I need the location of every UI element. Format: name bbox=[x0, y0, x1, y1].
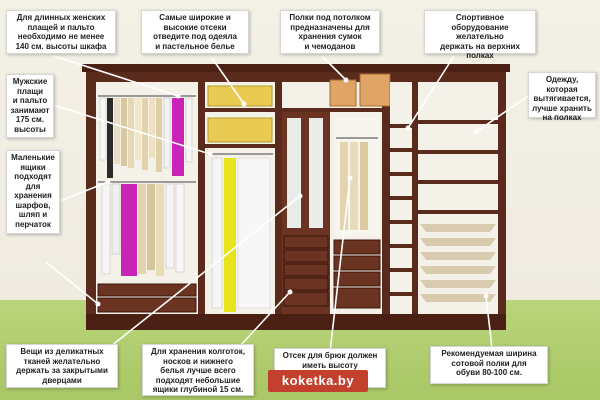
drawer-left-1 bbox=[97, 283, 197, 297]
trousers-drawer-3 bbox=[333, 271, 381, 287]
callout-shoes: Рекомендуемая ширина сотовой полки для о… bbox=[430, 346, 548, 384]
trousers-2 bbox=[350, 142, 358, 230]
callout-ceiling-shelves: Полки под потолком предназначены для хра… bbox=[280, 10, 380, 54]
narrow-shelf-2 bbox=[390, 148, 412, 152]
hanging-yellow-dress bbox=[224, 158, 236, 312]
leader-lines bbox=[41, 55, 529, 359]
narrow-shelf-6 bbox=[390, 244, 412, 248]
lower-clothes bbox=[101, 183, 185, 276]
box-2 bbox=[359, 73, 391, 107]
callout-mens-coats: Мужские плащи и пальто занимают 175 см. … bbox=[6, 74, 54, 138]
right-shelf-1 bbox=[418, 120, 498, 124]
center-drawer-1 bbox=[283, 235, 329, 249]
wardrobe-plinth bbox=[86, 314, 506, 330]
narrow-shelf-3 bbox=[390, 172, 412, 176]
bedding-stack-2 bbox=[207, 117, 273, 143]
right-shelf-2 bbox=[418, 150, 498, 154]
callout-sports: Спортивное оборудование желательно держа… bbox=[424, 10, 536, 60]
right-shelf-4 bbox=[418, 210, 498, 214]
drawer-left-2 bbox=[97, 297, 197, 313]
center-drawer-2 bbox=[283, 249, 329, 263]
trousers-drawer-2 bbox=[333, 255, 381, 271]
narrow-shelf-7 bbox=[390, 268, 412, 272]
leader-dots bbox=[95, 77, 489, 307]
callout-stretch-clothes: Одежду, которая вытягивается, лучше хран… bbox=[528, 72, 596, 122]
narrow-shelf-1 bbox=[390, 124, 412, 128]
box-1 bbox=[329, 79, 357, 107]
callout-long-coats: Для длинных женских плащей и пальто необ… bbox=[6, 10, 116, 54]
center-drawer-3 bbox=[283, 263, 329, 277]
bedding-stack-1 bbox=[207, 85, 273, 107]
wardrobe-top-trim bbox=[82, 64, 510, 72]
center-shelf bbox=[282, 108, 382, 112]
hanging-white-dress bbox=[211, 157, 223, 309]
callout-high-shelves: Самые широкие и высокие отсеки отведите … bbox=[141, 10, 249, 54]
center-drawer-4 bbox=[283, 277, 329, 291]
section-right-shelves bbox=[418, 82, 498, 314]
trousers-1 bbox=[340, 142, 348, 230]
site-watermark: koketka.by bbox=[268, 370, 368, 392]
callout-delicate: Вещи из деликатных тканей желательно дер… bbox=[6, 344, 118, 388]
callout-tights: Для хранения колготок, носков и нижнего … bbox=[142, 344, 254, 396]
shelf-divider-b bbox=[205, 144, 275, 148]
narrow-shelf-8 bbox=[390, 292, 412, 296]
trousers-3 bbox=[360, 142, 368, 230]
mirror-panel-1 bbox=[287, 118, 301, 228]
mirror-panel-2 bbox=[309, 118, 323, 228]
shoe-shelves bbox=[420, 224, 496, 302]
trousers-drawer-1 bbox=[333, 239, 381, 255]
right-shelf-3 bbox=[418, 180, 498, 184]
narrow-shelf-4 bbox=[390, 196, 412, 200]
callout-small-boxes: Маленькие ящики подходят для хранения ша… bbox=[6, 150, 60, 234]
trousers-drawer-4 bbox=[333, 287, 381, 309]
shelf-divider-a bbox=[205, 108, 275, 112]
narrow-shelf-5 bbox=[390, 220, 412, 224]
